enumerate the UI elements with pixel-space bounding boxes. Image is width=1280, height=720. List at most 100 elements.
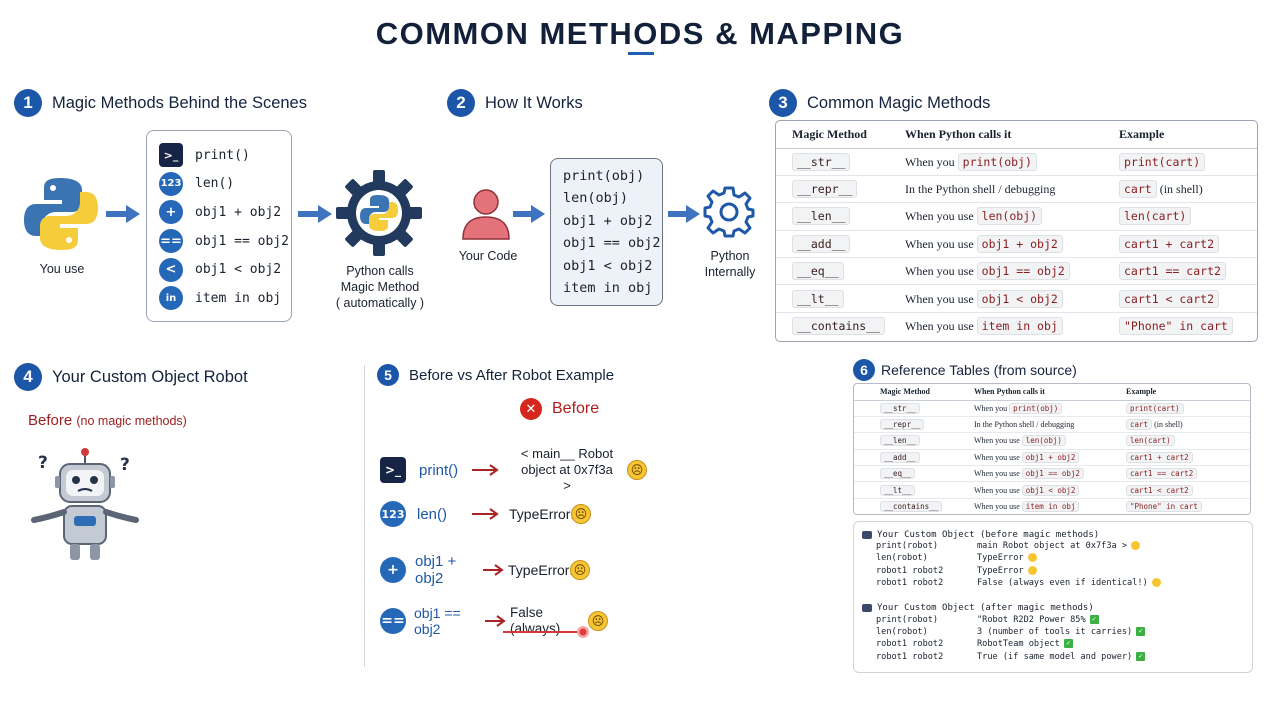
- sad-face-icon: ☹: [588, 611, 608, 631]
- code-line: obj1 < obj2: [563, 257, 653, 274]
- operation-label: len(): [417, 505, 448, 523]
- result-text: TypeError!: [508, 562, 574, 578]
- custom-object-code-block: Your Custom Object (before magic methods…: [853, 521, 1253, 673]
- block-title: Your Custom Object (after magic methods): [862, 602, 1252, 615]
- column-header: When Python calls it: [889, 121, 1103, 149]
- example-code: cart1 == cart2: [1126, 468, 1198, 480]
- equals-icon: ==: [159, 229, 183, 254]
- arrow-right-icon: [668, 205, 700, 223]
- check-icon: ✓: [1136, 651, 1146, 661]
- arrow-right-icon: [485, 615, 506, 627]
- when-code: item in obj: [976, 317, 1063, 336]
- method-name: __lt__: [880, 484, 916, 496]
- example-code: cart1 + cart2: [1119, 234, 1220, 253]
- operation-code: item in obj: [195, 290, 282, 306]
- operation-item: in item in obj: [159, 284, 291, 313]
- example-code: cart1 < cart2: [1119, 289, 1220, 308]
- method-name: __len__: [792, 207, 851, 226]
- code-line: print(robot) main Robot object at 0x7f3a…: [862, 541, 1252, 553]
- terminal-icon: [862, 530, 872, 539]
- section-number: 1: [14, 89, 42, 117]
- operation-code: obj1 == obj2: [195, 233, 289, 249]
- table-row: __str__When you print(obj)print(cart): [776, 148, 1257, 176]
- python-calls-caption: Python calls Magic Method ( automaticall…: [335, 264, 425, 310]
- confused-robot-icon: ? ?: [31, 448, 139, 560]
- operation-label: obj1 + obj2: [415, 553, 457, 587]
- when-text: When you: [905, 154, 958, 169]
- example-code: cart: [1126, 419, 1153, 431]
- method-name: __contains__: [792, 317, 886, 336]
- sad-face-icon: ☹: [570, 560, 590, 580]
- x-circle-icon: ✕: [520, 398, 542, 420]
- section-divider: [364, 365, 365, 667]
- example-code: print(cart): [1126, 402, 1184, 414]
- example-code: len(cart): [1119, 207, 1192, 226]
- table-header-row: Magic Method When Python calls it Exampl…: [854, 384, 1250, 401]
- example-code: cart1 < cart2: [1126, 484, 1193, 496]
- code-line: len(obj): [563, 190, 629, 207]
- terminal-icon: >_: [159, 143, 183, 168]
- svg-text:?: ?: [120, 455, 130, 475]
- when-text: When you use: [974, 502, 1022, 512]
- you-use-label: You use: [39, 262, 85, 276]
- page-title: COMMON METHODS & MAPPING: [375, 16, 905, 51]
- operation-label: obj1 == obj2: [414, 605, 461, 637]
- python-internally-label: Python Internally: [704, 249, 756, 279]
- method-name: __lt__: [792, 289, 844, 308]
- when-text: When you use: [905, 264, 977, 279]
- when-text: When you use: [974, 485, 1022, 495]
- column-header: Example: [1103, 121, 1257, 149]
- section-4-header: 4 Your Custom Object Robot: [14, 363, 248, 391]
- code-line: obj1 + obj2: [563, 212, 653, 229]
- section-3-header: 3 Common Magic Methods: [769, 89, 990, 117]
- when-code: len(obj): [976, 207, 1043, 226]
- when-text: When you use: [974, 469, 1022, 479]
- example-code: cart: [1119, 180, 1157, 199]
- method-name: __repr__: [880, 419, 925, 431]
- result-underline-marker: [503, 626, 589, 638]
- arrow-right-icon: [472, 464, 499, 476]
- when-text: In the Python shell / debugging: [905, 181, 1056, 196]
- column-header: Example: [1100, 384, 1250, 401]
- arrow-right-icon: [472, 508, 499, 520]
- section-2-header: 2 How It Works: [447, 89, 583, 117]
- code-line: len(robot)3 (number of tools it carries)…: [862, 626, 1252, 639]
- table-row: __len__When you use len(obj)len(cart): [854, 432, 1250, 450]
- method-name: __eq__: [880, 468, 916, 480]
- section-title: Your Custom Object Robot: [52, 367, 248, 386]
- sad-face-icon: [1027, 565, 1037, 575]
- sad-face-icon: [1027, 553, 1037, 563]
- column-header: When Python calls it: [948, 384, 1100, 401]
- example-suffix: (in shell): [1152, 420, 1183, 430]
- section-1-header: 1 Magic Methods Behind the Scenes: [14, 89, 307, 117]
- operation-code: len(): [195, 176, 235, 192]
- operation-item: < obj1 < obj2: [159, 255, 291, 284]
- result-text: TypeError!: [509, 506, 575, 522]
- code-block: print(obj) len(obj) obj1 + obj2 obj1 == …: [550, 158, 663, 306]
- method-name: __repr__: [792, 180, 858, 199]
- table-header-row: Magic Method When Python calls it Exampl…: [776, 121, 1257, 149]
- number-icon: 123: [159, 171, 183, 196]
- operation-item: 123 len(): [159, 170, 291, 199]
- python-gear-icon: [336, 170, 422, 256]
- method-name: __add__: [792, 234, 851, 253]
- table-row: __repr__ In the Python shell / debugging c…: [854, 416, 1250, 434]
- title-underline: [628, 52, 654, 55]
- when-text: When you use: [974, 436, 1022, 446]
- method-name: __contains__: [880, 501, 943, 513]
- when-text: In the Python shell / debugging: [974, 420, 1075, 430]
- column-header: Magic Method: [854, 384, 948, 401]
- sad-face-icon: ☹: [571, 504, 591, 524]
- equals-icon: ==: [380, 608, 406, 634]
- magic-methods-table: Magic Method When Python calls it Exampl…: [775, 120, 1258, 342]
- operation-item: == obj1 == obj2: [159, 227, 291, 256]
- table-row: __contains__When you use item in obj"Pho…: [776, 312, 1257, 339]
- section-number: 6: [853, 359, 875, 381]
- section-number: 2: [447, 89, 475, 117]
- before-row: + obj1 + obj2 TypeError! ☹: [380, 553, 590, 587]
